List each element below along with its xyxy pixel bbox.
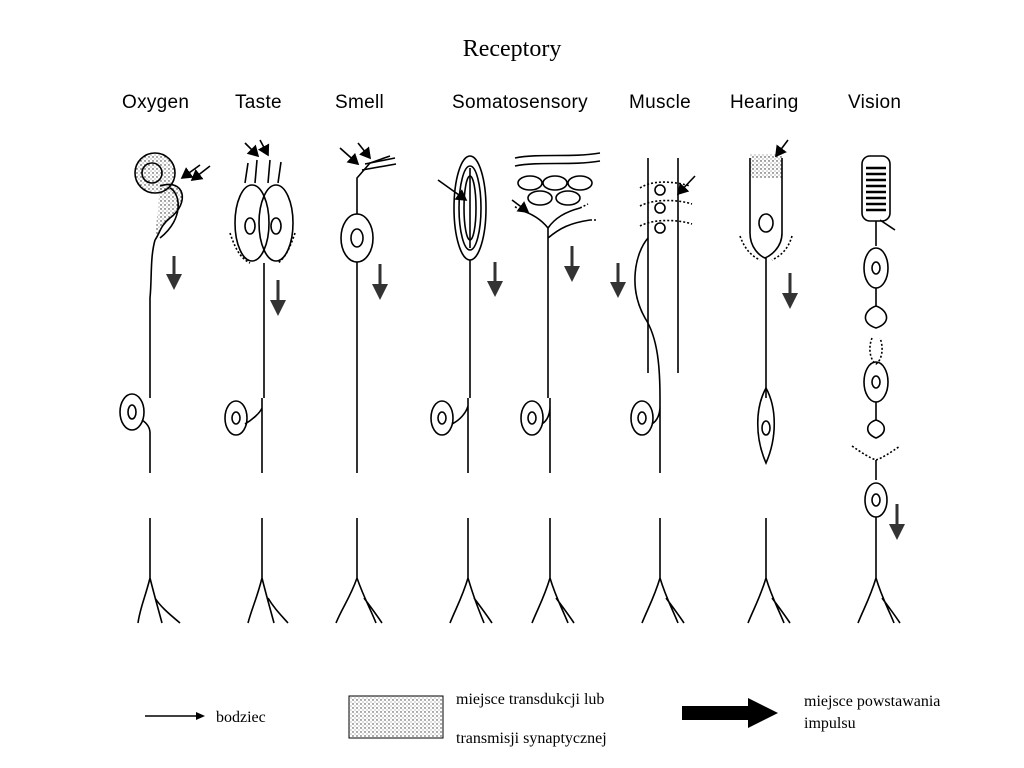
taste-receptor [224,139,296,624]
transduction-swatch [348,695,444,739]
impulse-arrow-icon [889,504,905,540]
receptor-type-labels: Oxygen Taste Smell Somatosensory Muscle … [0,92,1024,122]
label-somatosensory: Somatosensory [452,92,588,113]
impulse-arrow-icon [782,273,798,309]
impulse-arrow-icon [487,262,503,297]
label-smell: Smell [335,92,385,113]
hearing-receptor [739,139,793,624]
impulse-arrow-icon [270,280,286,316]
legend-transduction-line1: miejsce transdukcji lub [456,691,605,708]
label-hearing: Hearing [730,92,799,113]
impulse-arrow-icon [166,256,182,290]
muscle-receptor [630,158,696,624]
stimulus-arrow-icon [145,712,205,720]
impulse-arrows [166,246,905,540]
somatosensory-receptor-pacinian [430,155,493,624]
legend-impulse-line2: impulsu [804,715,856,732]
impulse-arrow-icon [564,246,580,282]
legend-transduction-line2: transmisji synaptycznej [456,730,607,747]
somatosensory-receptor-free-ending [511,152,601,624]
page-title: Receptory [462,36,562,62]
impulse-arrow-icon [610,263,626,298]
label-muscle: Muscle [629,92,691,113]
label-taste: Taste [235,92,282,113]
impulse-arrow-icon [372,264,388,300]
legend-stimulus-label: bodziec [216,709,266,726]
smell-receptor [335,142,397,624]
oxygen-receptor [119,152,211,624]
receptor-diagram [119,139,905,624]
legend-impulse-line1: miejsce powstawania [804,693,941,710]
impulse-origin-arrow-icon [682,698,778,728]
label-vision: Vision [848,92,902,113]
label-oxygen: Oxygen [122,92,190,113]
vision-receptor [851,155,901,624]
